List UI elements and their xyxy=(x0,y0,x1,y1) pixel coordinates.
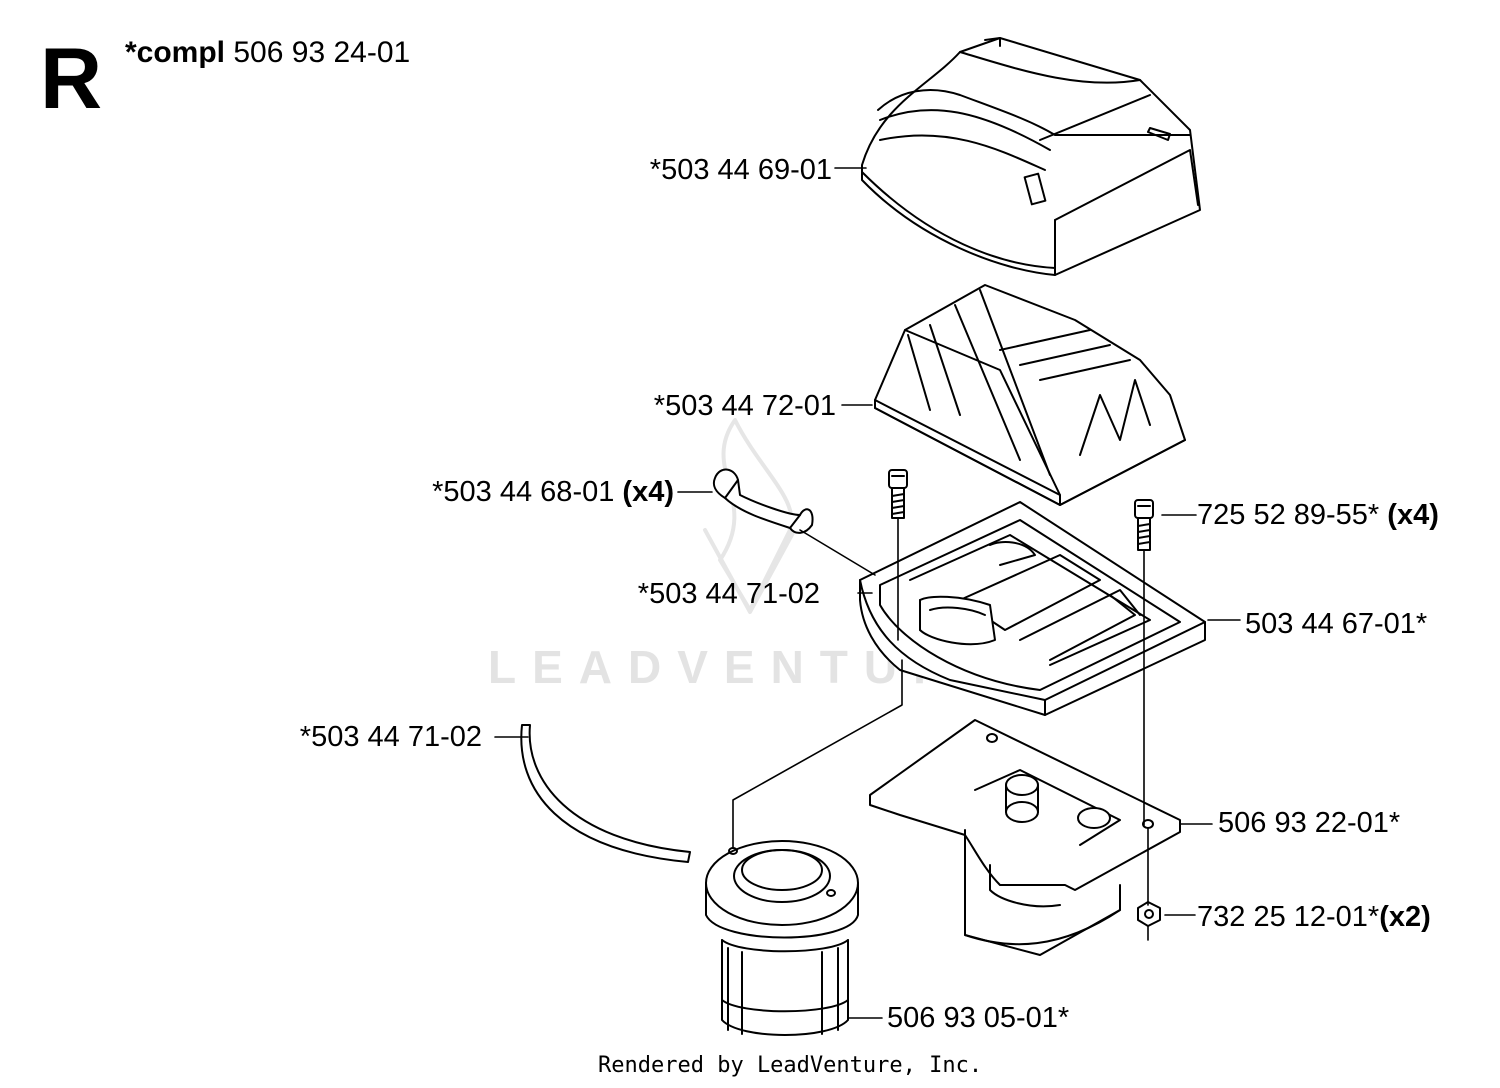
seal-strip xyxy=(521,725,690,862)
air-filter-element xyxy=(875,285,1185,505)
callout-intake: 506 93 05-01* xyxy=(887,1004,1069,1033)
callout-nut: 732 25 12-01*(x2) xyxy=(1197,903,1431,932)
callout-clip: *503 44 68-01 (x4) xyxy=(432,478,674,507)
part-number: *503 44 71-02 xyxy=(299,721,482,753)
part-number: *503 44 68-01 xyxy=(432,476,615,508)
nut xyxy=(1138,902,1160,926)
bracket xyxy=(870,720,1180,955)
part-quantity: (x4) xyxy=(1387,499,1439,531)
compl-part-number: 506 93 24-01 xyxy=(233,36,411,69)
part-quantity: (x4) xyxy=(622,476,674,508)
part-number: 506 93 22-01* xyxy=(1218,807,1401,839)
footer-credit: Rendered by LeadVenture, Inc. xyxy=(598,1053,983,1078)
leader-lines xyxy=(495,168,1240,1018)
part-number: 725 52 89-55* xyxy=(1197,499,1380,531)
leadventure-logo-watermark xyxy=(705,420,800,612)
compl-prefix: *compl xyxy=(125,36,226,69)
callout-base: 503 44 67-01* xyxy=(1245,610,1427,639)
part-number: *503 44 69-01 xyxy=(649,154,832,186)
callout-cover: *503 44 69-01 xyxy=(650,156,832,185)
part-number: 732 25 12-01* xyxy=(1197,901,1380,933)
screw-right xyxy=(1135,500,1153,550)
clip xyxy=(714,470,813,533)
air-filter-base xyxy=(860,502,1205,715)
part-quantity: (x2) xyxy=(1379,901,1431,933)
screw-left xyxy=(889,470,907,518)
intake-adapter xyxy=(706,841,858,1035)
callout-seal-top: *503 44 71-02 xyxy=(638,580,820,609)
part-number: 506 93 05-01* xyxy=(887,1002,1070,1034)
part-number: 503 44 67-01* xyxy=(1245,608,1428,640)
section-letter: R xyxy=(40,31,103,127)
callout-seal-strip: *503 44 71-02 xyxy=(300,723,482,752)
complete-assembly-label: *compl 506 93 24-01 xyxy=(125,38,410,68)
callout-bracket: 506 93 22-01* xyxy=(1218,809,1400,838)
callout-screw: 725 52 89-55* (x4) xyxy=(1197,501,1439,530)
callout-filter: *503 44 72-01 xyxy=(654,392,836,421)
air-filter-cover xyxy=(862,38,1200,275)
part-number: *503 44 71-02 xyxy=(637,578,820,610)
part-number: *503 44 72-01 xyxy=(653,390,836,422)
